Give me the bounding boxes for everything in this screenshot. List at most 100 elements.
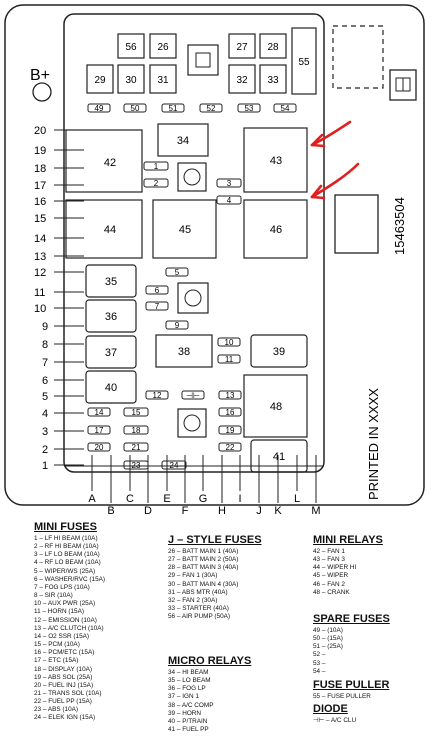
side-number: 15 (34, 213, 46, 225)
legend-item: 17 – ETC (15A) (34, 657, 79, 665)
box-44: 44 (104, 224, 116, 236)
slot-20: 20 (95, 443, 104, 452)
box-34: 34 (177, 135, 189, 147)
side-number: 16 (34, 196, 46, 208)
legend-item: 56 – AIR PUMP (50A) (168, 613, 231, 621)
slot-19: 19 (226, 426, 235, 435)
slot-1: 1 (154, 162, 159, 171)
legend-item: 8 – SIR (10A) (34, 592, 73, 600)
box-33: 33 (267, 75, 279, 86)
legend-diode-title: DIODE (313, 703, 348, 715)
side-number: 18 (34, 163, 46, 175)
slot-3: 3 (227, 179, 232, 188)
legend-item: 19 – ABS SOL (25A) (34, 673, 93, 681)
legend-item: 34 – HI BEAM (168, 669, 209, 676)
connector-icon (389, 69, 417, 101)
slot-15: 15 (132, 408, 141, 417)
slot-13: 13 (226, 391, 235, 400)
legend-mini-fuses-items: 1 – LF HI BEAM (10A)2 – RF HI BEAM (10A)… (34, 535, 105, 723)
legend-item: 12 – EMISSION (10A) (34, 616, 97, 624)
legend-item: 46 – FAN 2 (313, 580, 345, 588)
side-number: 10 (34, 303, 46, 315)
box-48: 48 (270, 401, 282, 413)
side-number: 12 (34, 267, 46, 279)
side-number: 5 (42, 391, 48, 403)
legend-item: 20 – FUEL INJ (15A) (34, 681, 94, 689)
slot-14: 14 (95, 408, 104, 417)
legend-item: 35 – LO BEAM (168, 677, 211, 685)
legend-item: 16 – PCM/ETC (15A) (34, 649, 95, 657)
side-number: 19 (34, 145, 46, 157)
legend-item: 6 – WASHER/RVC (15A) (34, 575, 106, 583)
side-number: 13 (34, 251, 46, 263)
legend-puller-title: FUSE PULLER (313, 679, 390, 691)
slot-17: 17 (95, 426, 104, 435)
side-number: 3 (42, 426, 48, 438)
legend-item: 5 – WIPER/WS (25A) (34, 567, 96, 575)
legend-item: 32 – FAN 2 (30A) (168, 596, 218, 604)
bottom-letter: L (294, 493, 300, 505)
bottom-letter: C (126, 493, 134, 505)
bottom-letter: A (88, 493, 96, 505)
box-41: 41 (273, 451, 285, 463)
legend-item: ⊣⊢ – A/C CLU (313, 717, 357, 724)
diode-icon: ⊣⊢ (186, 391, 200, 400)
legend-item: 52 – (313, 651, 326, 659)
legend-item: 40 – P/TRAIN (168, 717, 208, 725)
bottom-letter: K (274, 505, 282, 517)
legend-item: 1 – LF HI BEAM (10A) (34, 535, 98, 542)
legend-item: 36 – FOG LP (168, 685, 206, 693)
legend-item: 28 – BATT MAIN 3 (40A) (168, 564, 239, 572)
side-number: 20 (34, 125, 46, 137)
side-number: 9 (42, 321, 48, 333)
printed-in-text: PRINTED IN XXXX (366, 388, 381, 500)
legend-item: 50 – (15A) (313, 635, 343, 643)
legend-item: 55 – FUSE PULLER (313, 693, 371, 700)
legend-item: 7 – FOG LPS (10A) (34, 583, 90, 591)
box-35: 35 (105, 276, 117, 288)
box-31: 31 (157, 75, 169, 86)
box-45: 45 (179, 224, 191, 236)
slot-10: 10 (225, 338, 234, 347)
legend-micro-relays-title: MICRO RELAYS (168, 655, 252, 667)
legend-mini-fuses-title: MINI FUSES (34, 521, 97, 533)
legend-item: 48 – CRANK (313, 588, 350, 596)
bottom-letter: M (311, 505, 320, 517)
bottom-letter: D (144, 505, 152, 517)
legend-diode: DIODE ⊣⊢ – A/C CLU (313, 703, 356, 725)
legend-spare: SPARE FUSES 49 – (10A)50 – (15A)51 – (25… (313, 613, 390, 676)
legend-item: 38 – A/C COMP (168, 701, 214, 709)
legend-item: 42 – FAN 1 (313, 548, 345, 555)
slot-2: 2 (154, 179, 159, 188)
outer-frame (4, 4, 425, 506)
bottom-letter: I (238, 493, 241, 505)
slot-4: 4 (227, 196, 232, 205)
legend-mini-fuses: MINI FUSES 1 – LF HI BEAM (10A)2 – RF HI… (34, 521, 105, 723)
legend-item: 11 – HORN (15A) (34, 608, 84, 616)
legend-item: 49 – (10A) (313, 627, 343, 634)
legend-item: 37 – IGN 1 (168, 693, 199, 701)
legend-item: 45 – WIPER (313, 572, 349, 580)
legend-spare-title: SPARE FUSES (313, 613, 390, 625)
bottom-letter: H (218, 505, 226, 517)
slot-18: 18 (132, 426, 141, 435)
legend-item: 31 – ABS MTR (40A) (168, 588, 228, 596)
legend-item: 4 – RF LO BEAM (10A) (34, 559, 101, 567)
inner-panel (63, 13, 325, 473)
battery-terminal (32, 82, 52, 102)
box-39: 39 (273, 346, 285, 358)
legend-item: 21 – TRANS SOL (10A) (34, 689, 102, 697)
legend-mini-relays-title: MINI RELAYS (313, 534, 383, 546)
battery-label: B+ (30, 67, 50, 84)
legend-puller: FUSE PULLER 55 – FUSE PULLER (313, 679, 389, 701)
slot-24: 24 (170, 461, 179, 470)
bottom-letter: J (256, 505, 262, 517)
legend-item: 41 – FUEL PP (168, 726, 209, 734)
bottom-letter: E (163, 493, 170, 505)
slot-7: 7 (155, 302, 160, 311)
legend-diode-items: ⊣⊢ – A/C CLU (313, 717, 356, 725)
slot-12: 12 (153, 391, 162, 400)
label-square (334, 194, 379, 254)
legend-item: 3 – LF LO BEAM (10A) (34, 551, 100, 559)
